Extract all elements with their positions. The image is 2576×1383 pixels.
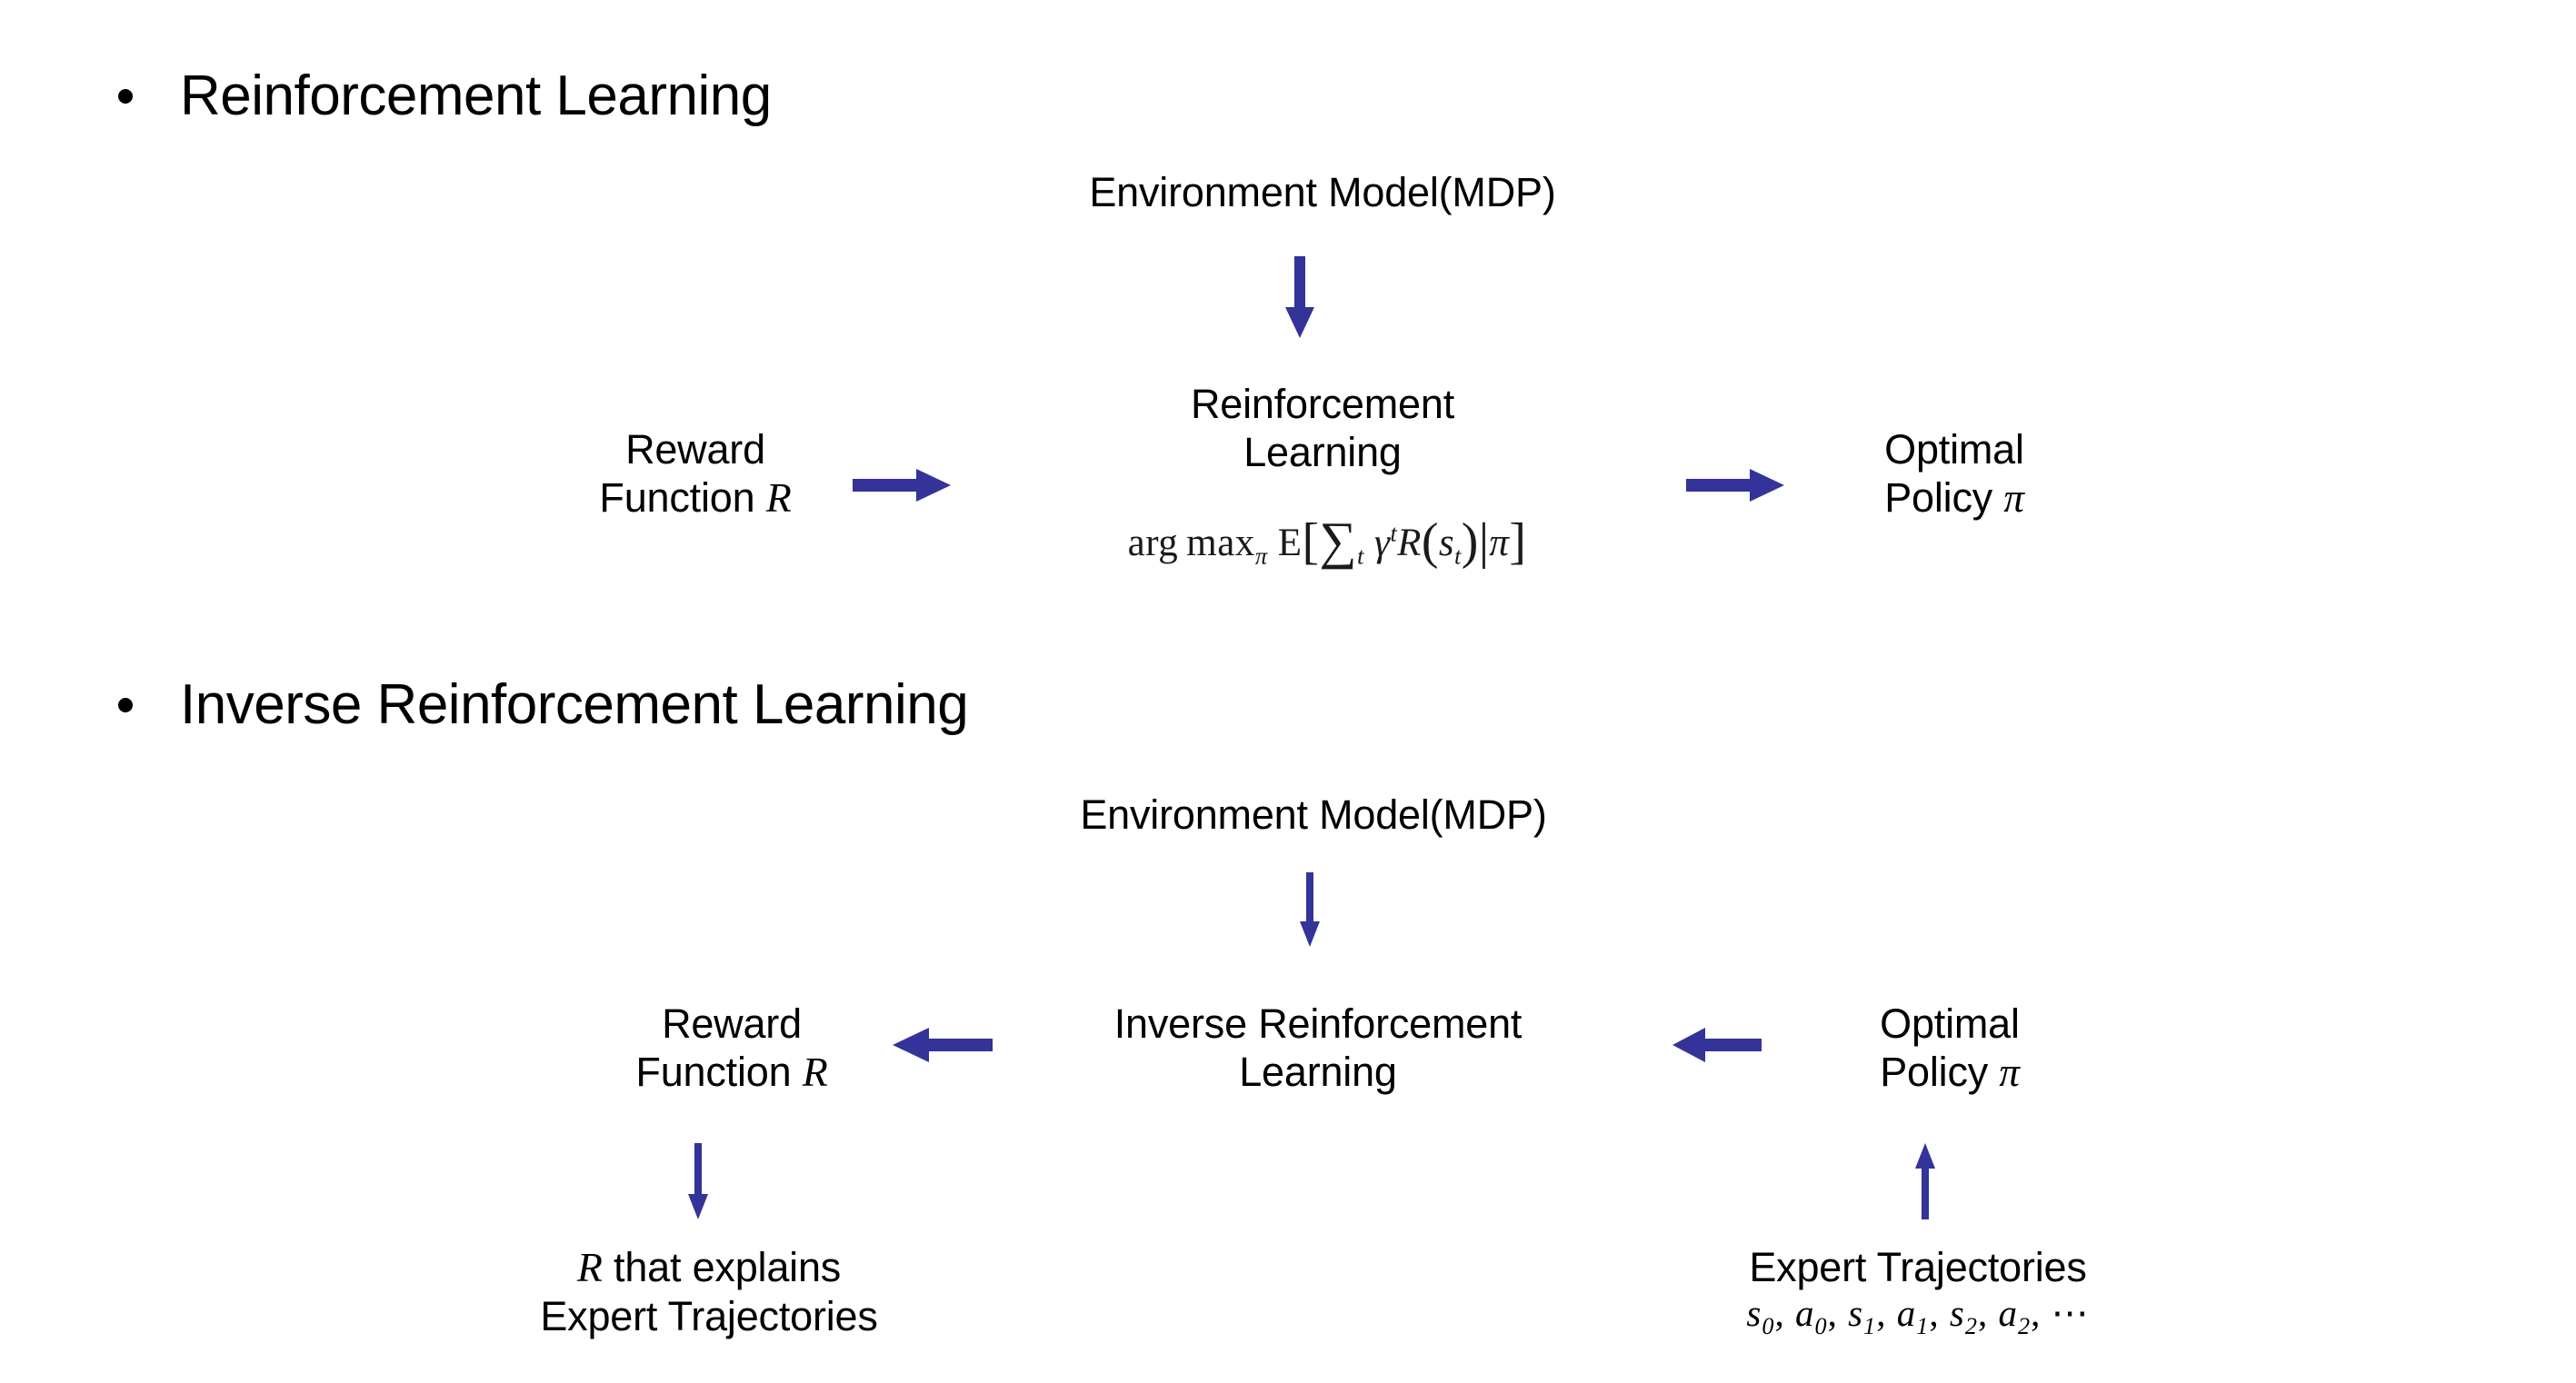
arrow-irl-to-reward [891,1025,993,1065]
symbol-reward-R: R [802,1049,828,1096]
irl-expert-trajectories-label: Expert Trajectories s0, a0, s1, a1, s2, … [1691,1243,2145,1340]
irl-explanation-label: R that explains Expert Trajectories [540,1244,878,1340]
symbol-policy-pi: π [2003,475,2024,522]
bullet-dot-icon [118,698,133,712]
arrow-env-to-irl [1298,872,1322,947]
rl-center-label: Reinforcement Learning [1190,381,1455,476]
arrow-policy-to-irl [1671,1025,1762,1065]
bullet-inverse-reinforcement-learning: Inverse Reinforcement Learning [118,673,969,736]
expert-trajectory-sequence: s0, a0, s1, a1, s2, a2, ⋯ [1746,1292,2090,1340]
irl-optimal-policy-label: Optimal Policy π [1880,1000,2020,1096]
arrow-reward-to-rl [853,467,951,503]
irl-center-label: Inverse Reinforcement Learning [1113,1000,1523,1096]
symbol-reward-R: R [765,474,792,522]
rl-environment-model-label: Environment Model(MDP) [1089,169,1556,215]
symbol-reward-R: R [576,1244,603,1290]
rl-reward-function-label: Reward Function R [599,426,792,522]
rl-optimal-policy-label: Optimal Policy π [1884,426,2024,522]
section-title-rl: Reinforcement Learning [180,65,772,127]
arrow-env-to-rl [1285,256,1314,338]
irl-environment-model-label: Environment Model(MDP) [1080,791,1547,838]
section-title-irl: Inverse Reinforcement Learning [180,673,969,736]
arrow-reward-to-explanation [686,1143,710,1219]
symbol-policy-pi: π [1999,1050,2020,1096]
bullet-dot-icon [118,89,133,104]
bullet-reinforcement-learning: Reinforcement Learning [118,68,772,124]
arrow-trajectories-to-policy [1913,1143,1937,1219]
rl-objective-formula: arg maxπ E[∑t γtR(st)|π] [1127,512,1527,570]
irl-reward-function-label: Reward Function R [635,1000,828,1096]
arrow-rl-to-policy [1686,467,1784,503]
